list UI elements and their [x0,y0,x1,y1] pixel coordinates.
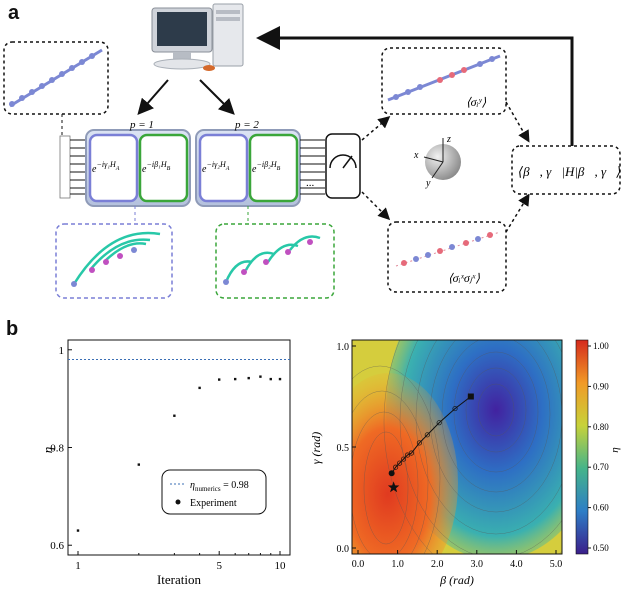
data-point [76,529,80,532]
colorbar [575,339,589,555]
path-point [424,432,430,438]
legend-experiment: Experiment [190,498,237,509]
path-point [452,406,458,412]
svg-text:e−iβ₁HB: e−iβ₁HB [142,160,171,175]
p2-label: p = 2 [234,119,259,131]
data-point [137,463,141,466]
panel-a-figure: p = 1 p = 2 e−iγ₁HA e−iβ₁HB e−iγ₂HA e−iβ… [3,3,621,299]
data-point [269,377,272,381]
measurement-meter-icon [325,133,361,199]
y-tick-label: 0.5 [337,443,350,454]
path-point [400,456,407,462]
gate-gamma1-HA [88,133,139,203]
y-tick-label: 1.0 [337,342,350,353]
optimization-path [391,396,472,474]
x-axis-label-beta: β (rad) [439,573,474,587]
gate-gamma2-HA [198,133,249,203]
data-point [247,376,250,380]
svg-text:e−iγ₁HA: e−iγ₁HA [92,160,120,175]
path-point [436,420,442,426]
eta-landscape-heatmap: 0.0 1.0 2.0 3.0 4.0 5.0 0.0 0.5 1.0 γ (rad) β (r… [309,339,621,587]
sigma-xx-box [387,221,507,293]
data-point [233,377,237,381]
svg-text:e−iγ₂HA: e−iγ₂HA [202,160,230,175]
panel-b-label: b [6,318,19,340]
expect-xx-label: ⟨σᵢˣσⱼˣ⟩ [448,271,480,285]
p1-label: p = 1 [129,119,154,131]
computer-icon [151,3,244,71]
start-marker [467,393,474,400]
colorbar-tick-label: 0.90 [593,381,609,391]
x-tick-label: 10 [275,560,287,572]
eta-vs-iteration-chart: 1 5 10 0.6 0.8 1 η Iteration ηnumerics = 0.98… [40,339,291,587]
path-point [408,450,415,456]
svg-text:e−iβ₂HB: e−iβ₂HB [252,160,281,175]
x-tick-label: 2.0 [431,559,444,570]
colorbar-label: η [609,447,621,452]
x-tick-label: 1.0 [391,559,404,570]
colorbar-tick-label: 0.70 [593,462,609,472]
x-tick-label: 0.0 [352,559,365,570]
expect-y-label: ⟨σᵢʸ⟩ [466,95,487,109]
data-point [259,375,262,378]
svg-text:x: x [413,150,419,161]
x-tick-label: 1 [75,560,81,572]
gate-beta2-HB [248,133,299,203]
x-tick-label: 5 [216,560,222,572]
path-point [393,464,399,470]
x-axis-label: Iteration [157,572,202,587]
end-marker [388,470,395,477]
energy-box [511,145,621,195]
x-tick-label: 5.0 [550,559,563,570]
data-point [173,414,176,417]
y-axis-label-gamma: γ (rad) [309,432,323,464]
colorbar-tick-label: 0.50 [593,543,609,553]
colorbar-tick-label: 1.00 [593,341,609,351]
x-tick-label: 3.0 [471,559,484,570]
colorbar-tick-label: 0.80 [593,422,609,432]
data-point [217,378,221,381]
energy-label: ⟨β⃗, γ⃗|H|β⃗, γ⃗⟩ [518,164,621,179]
legend-box [161,469,267,515]
path-point [404,452,411,458]
path-point [416,440,422,446]
bloch-sphere-icon: z x y [413,134,461,189]
heatmap-field [352,340,562,554]
HB-evolution-box [215,223,335,299]
y-tick-label: 0.8 [50,443,64,455]
path-point [397,460,403,466]
gate-beta1-HB [138,133,189,203]
data-point [198,386,201,390]
x-tick-label: 4.0 [510,559,523,570]
y-axis-label: η [40,447,55,453]
colorbar-tick-label: 0.60 [593,503,609,513]
sigma-y-box [381,47,507,115]
y-tick-label: 1 [59,345,65,357]
data-point [278,377,282,381]
ellipsis: ... [306,177,315,189]
svg-text:y: y [425,178,431,189]
y-tick-label: 0.6 [50,540,64,552]
svg-text:z: z [446,134,451,145]
y-tick-label: 0.0 [337,544,350,555]
panel-a-label: a [8,2,20,24]
legend-numerics: ηnumerics = 0.98 [190,480,249,493]
star-marker [387,481,400,493]
